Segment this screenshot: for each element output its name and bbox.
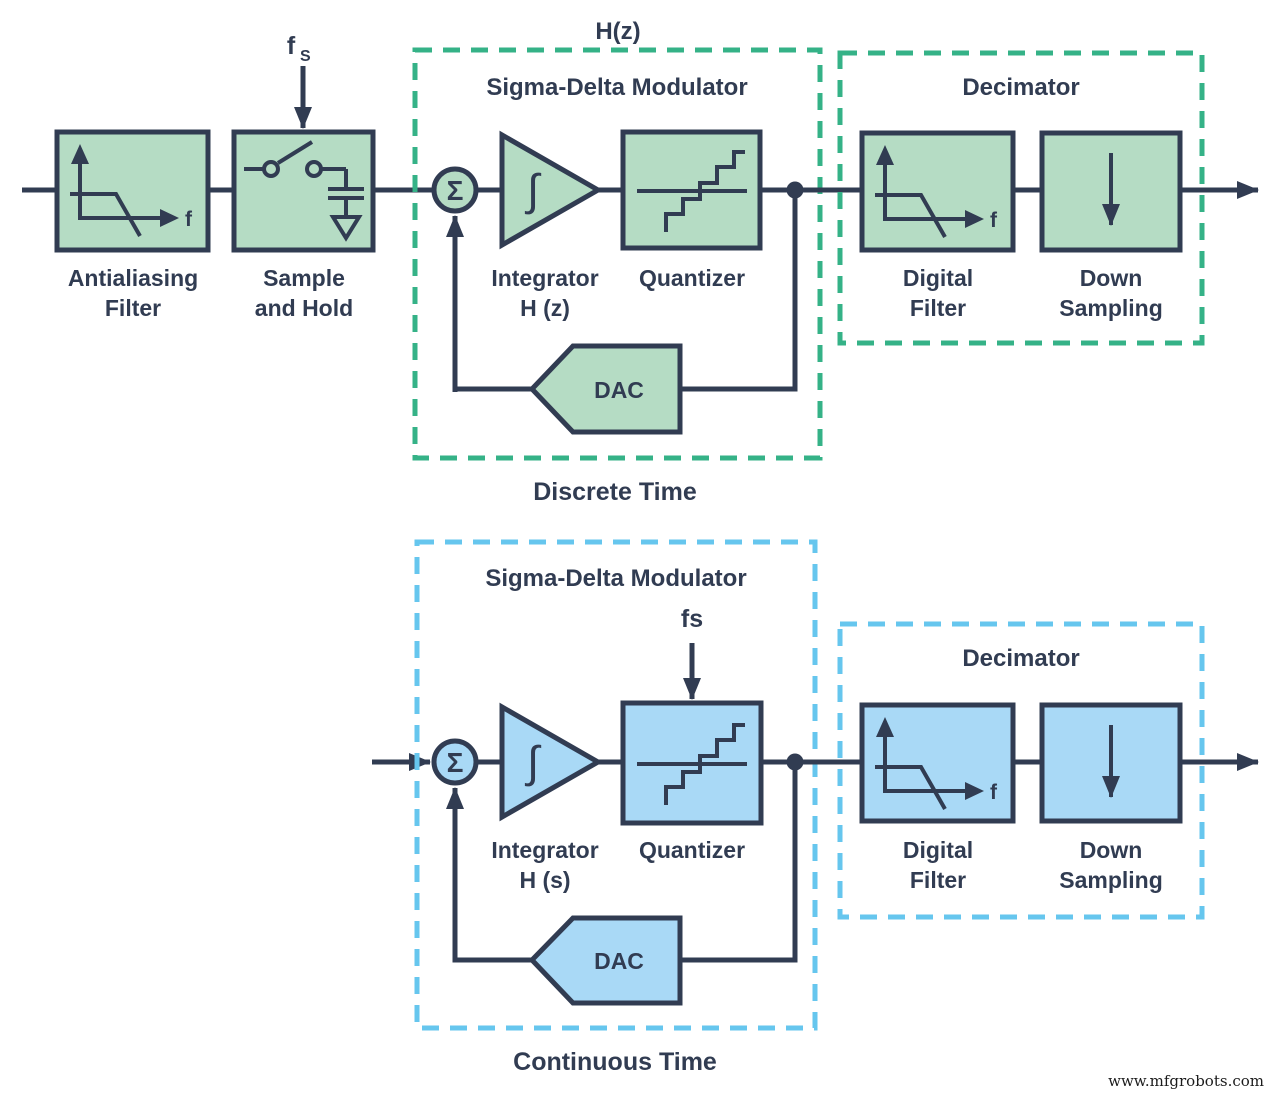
integrator-label-line1: Integrator bbox=[491, 837, 598, 863]
feedback-wire-return bbox=[452, 386, 532, 392]
transfer-function-label: H(z) bbox=[595, 18, 640, 45]
feedback-wire-down bbox=[680, 768, 798, 963]
sample-hold-label-line1: Sample bbox=[263, 265, 345, 291]
integral-icon: ∫ bbox=[524, 738, 542, 787]
quantizer-label: Quantizer bbox=[639, 837, 745, 863]
antialiasing-label-line2: Filter bbox=[105, 295, 161, 321]
feedback-wire-return bbox=[452, 957, 532, 963]
integrator-label-line2: H (s) bbox=[519, 867, 570, 893]
integrator-label-line2: H (z) bbox=[520, 295, 570, 321]
down-sampling-label-line2: Sampling bbox=[1059, 867, 1163, 893]
decimator-dashed-box bbox=[837, 621, 1205, 920]
watermark: www.mfgrobots.com bbox=[1108, 1072, 1264, 1090]
modulator-title: Sigma-Delta Modulator bbox=[485, 565, 746, 592]
dac-block bbox=[528, 915, 683, 1006]
modulator-title: Sigma-Delta Modulator bbox=[486, 74, 747, 101]
feedback-wire-down bbox=[680, 196, 798, 392]
caption-discrete: Discrete Time bbox=[533, 478, 697, 506]
sigma-icon: Σ bbox=[447, 175, 464, 206]
antialiasing-label-line1: Antialiasing bbox=[68, 265, 198, 291]
quantizer-label: Quantizer bbox=[639, 265, 745, 291]
sample-clock-label: fs bbox=[681, 605, 703, 633]
caption-continuous: Continuous Time bbox=[513, 1048, 717, 1076]
dac-label: DAC bbox=[594, 948, 644, 974]
modulator-dashed-box bbox=[414, 539, 818, 1031]
digital-filter-label-line1: Digital bbox=[903, 265, 973, 291]
dac-label: DAC bbox=[594, 377, 644, 403]
digital-filter-label-line1: Digital bbox=[903, 837, 973, 863]
sigma-icon: Σ bbox=[447, 747, 464, 778]
digital-filter-label-line2: Filter bbox=[910, 867, 966, 893]
sample-hold-label-line2: and Hold bbox=[255, 295, 353, 321]
modulator-dashed-box bbox=[412, 47, 823, 461]
dac-block bbox=[528, 343, 683, 435]
integrator-triangle bbox=[499, 130, 604, 250]
decimator-dashed-box bbox=[837, 50, 1205, 346]
down-sampling-label-line1: Down bbox=[1080, 265, 1143, 291]
integrator-triangle bbox=[499, 702, 604, 822]
discrete-time-diagram: Antialiasing Filter Sample and Hold f S … bbox=[22, 18, 1259, 506]
sample-clock-label: f bbox=[287, 32, 296, 60]
decimator-title: Decimator bbox=[962, 645, 1079, 672]
junction-dot bbox=[786, 753, 804, 771]
down-sampling-label-line1: Down bbox=[1080, 837, 1143, 863]
junction-dot bbox=[786, 181, 804, 199]
digital-filter-label-line2: Filter bbox=[910, 295, 966, 321]
continuous-time-diagram: Sigma-Delta Modulator fs Σ ∫ Integrator … bbox=[372, 539, 1259, 1076]
sample-clock-subscript: S bbox=[300, 48, 311, 65]
decimator-title: Decimator bbox=[962, 74, 1079, 101]
down-sampling-label-line2: Sampling bbox=[1059, 295, 1163, 321]
integral-icon: ∫ bbox=[524, 166, 542, 215]
integrator-label-line1: Integrator bbox=[491, 265, 598, 291]
